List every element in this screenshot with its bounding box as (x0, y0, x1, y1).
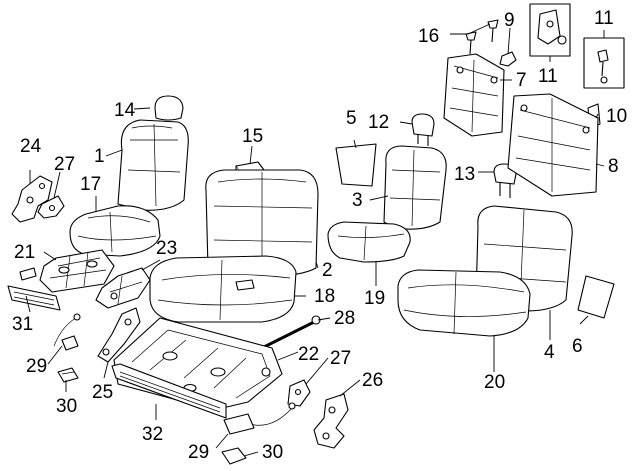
callout-17: 17 (80, 174, 101, 195)
part-headrest-12 (411, 113, 435, 146)
part-clip-9 (499, 51, 517, 67)
callout-11-right: 11 (594, 8, 614, 29)
part-cable-29-left (53, 313, 81, 351)
callout-29-left: 29 (26, 356, 47, 377)
part-seat-frame-21 (19, 249, 115, 293)
callout-16: 16 (418, 26, 439, 47)
part-bracket-27-left (37, 195, 65, 219)
callout-22: 22 (298, 344, 319, 365)
callout-26: 26 (362, 370, 383, 391)
callout-18: 18 (314, 286, 335, 307)
callout-5: 5 (346, 108, 357, 129)
callout-25: 25 (92, 382, 113, 403)
part-bolts-16 (465, 19, 499, 55)
callout-10: 10 (606, 106, 627, 127)
callout-8: 8 (608, 156, 619, 177)
part-mechanism-23 (95, 267, 151, 309)
callout-12: 12 (368, 112, 389, 133)
part-headrest-14 (154, 95, 184, 121)
part-latch-26 (313, 393, 349, 449)
part-back-panel-5 (335, 143, 377, 187)
part-cable-29-right (223, 402, 296, 435)
part-hinge-25 (97, 307, 141, 363)
callout-23: 23 (156, 238, 177, 259)
part-clip-30-right (221, 447, 247, 465)
callout-31: 31 (12, 314, 33, 335)
callout-14: 14 (114, 100, 136, 121)
callout-15: 15 (242, 126, 263, 147)
callout-27-right: 27 (330, 348, 351, 369)
callout-24: 24 (20, 136, 42, 157)
part-seat-back-3 (383, 145, 447, 230)
part-bracket-27-right (287, 379, 311, 407)
callout-19: 19 (364, 288, 385, 309)
callout-7: 7 (516, 70, 527, 91)
part-cover-plate-31 (7, 285, 61, 311)
callout-13: 13 (454, 164, 475, 185)
part-hinge-kit-11-box (529, 3, 571, 57)
callout-30-right: 30 (262, 442, 283, 463)
callout-labels: 14 1 17 24 27 21 23 31 29 30 25 15 2 18 … (12, 8, 627, 463)
callout-4: 4 (544, 342, 555, 363)
callout-1: 1 (94, 146, 105, 167)
callout-20: 20 (484, 372, 505, 393)
part-back-panel-6 (577, 275, 615, 319)
leader-lines (25, 23, 605, 457)
part-seat-cushion-20 (397, 269, 531, 337)
part-seat-cushion-19 (327, 221, 411, 263)
callout-6: 6 (572, 336, 583, 357)
part-bracket-24 (11, 175, 53, 223)
callout-11-left: 11 (538, 66, 558, 87)
callout-29-right: 29 (188, 442, 209, 463)
part-cover-plate-32 (111, 363, 227, 419)
part-clip-30-left (57, 367, 79, 383)
callout-2: 2 (322, 260, 333, 281)
callout-3: 3 (352, 190, 363, 211)
part-seat-back-1 (117, 119, 189, 211)
callout-32: 32 (142, 424, 163, 445)
callout-9: 9 (504, 10, 515, 31)
callout-28: 28 (334, 308, 355, 329)
part-bolt-kit-11-box (583, 37, 625, 89)
part-back-frame-7 (443, 53, 505, 137)
callout-30-left: 30 (56, 396, 77, 417)
part-seat-cushion-17 (69, 205, 161, 257)
part-back-frame-8 (507, 93, 599, 197)
callout-27-left: 27 (54, 154, 75, 175)
part-seat-cushion-18 (149, 255, 297, 323)
callout-21: 21 (14, 242, 35, 263)
